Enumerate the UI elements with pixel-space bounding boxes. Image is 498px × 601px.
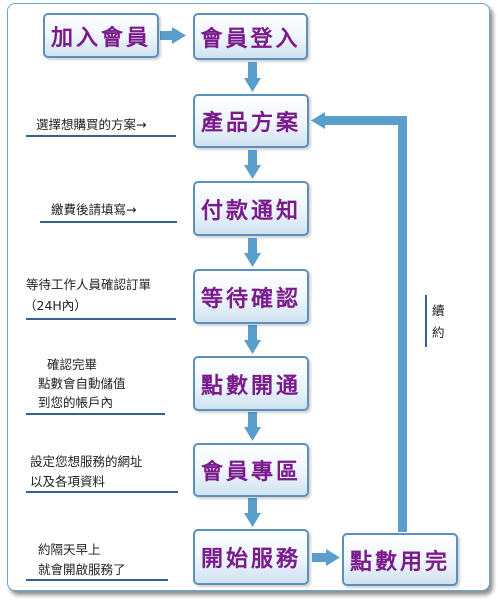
- arrowhead-memberarea-start: [244, 513, 261, 527]
- arrow-memberarea-start: [248, 498, 257, 515]
- arrowhead-plan-payment: [244, 165, 261, 179]
- note-renew-char2: 約: [432, 325, 445, 340]
- arrow-join-login: [160, 31, 174, 40]
- note-after-payment: 繳費後請填寫→: [51, 202, 137, 217]
- arrow-start-usedup: [312, 553, 328, 562]
- note-start-line1: 約隔天早上: [38, 542, 101, 557]
- box-points-used-up: 點數用完: [342, 533, 458, 586]
- arrow-deposit-memberarea: [248, 412, 257, 429]
- note-setup-line2: 以及各項資料: [30, 474, 106, 489]
- note-underline: [26, 579, 168, 581]
- note-underline: [26, 135, 176, 137]
- arrow-login-plan: [248, 62, 257, 80]
- box-payment-notice: 付款通知: [193, 181, 309, 236]
- box-product-plan: 產品方案: [193, 94, 309, 148]
- note-deposit-line2: 點數會自動儲值: [38, 376, 126, 391]
- arrowhead-start-usedup: [326, 549, 340, 566]
- note-underline: [26, 491, 178, 493]
- note-underline: [26, 413, 165, 415]
- box-start-service: 開始服務: [193, 529, 309, 585]
- box-member-login: 會員登入: [193, 13, 308, 60]
- arrowhead-deposit-memberarea: [244, 427, 261, 441]
- note-within-24h: （24H內）: [24, 298, 87, 313]
- arrowhead-login-plan: [244, 78, 261, 92]
- box-await-confirm: 等待確認: [193, 269, 309, 324]
- note-setup-line1: 設定您想服務的網址: [30, 454, 143, 469]
- arrowhead-payment-confirm: [244, 253, 261, 267]
- box-member-area: 會員專區: [193, 443, 309, 497]
- note-deposit-line1: 確認完畢: [47, 357, 98, 372]
- note-deposit-line3: 到您的帳戶內: [38, 395, 114, 410]
- note-underline: [26, 318, 176, 320]
- note-start-line2: 就會開啟服務了: [38, 562, 126, 577]
- arrowhead-confirm-deposit: [244, 340, 261, 354]
- note-renew-char1: 續: [432, 303, 445, 318]
- arrowhead-join-login: [172, 27, 186, 44]
- note-wait-staff: 等待工作人員確認訂單: [26, 277, 152, 292]
- box-points-activated: 點數開通: [193, 356, 309, 411]
- note-choose-plan: 選擇想購買的方案→: [36, 117, 147, 132]
- arrowhead-loop: [311, 112, 325, 129]
- arrow-payment-confirm: [248, 238, 257, 255]
- arrow-confirm-deposit: [248, 325, 257, 342]
- arrow-plan-payment: [248, 150, 257, 167]
- box-join-member: 加入會員: [43, 13, 159, 58]
- arrow-loop-vertical: [398, 116, 407, 532]
- note-renew-line: [425, 295, 427, 347]
- arrow-loop-horizontal: [322, 116, 407, 125]
- note-underline: [40, 221, 177, 223]
